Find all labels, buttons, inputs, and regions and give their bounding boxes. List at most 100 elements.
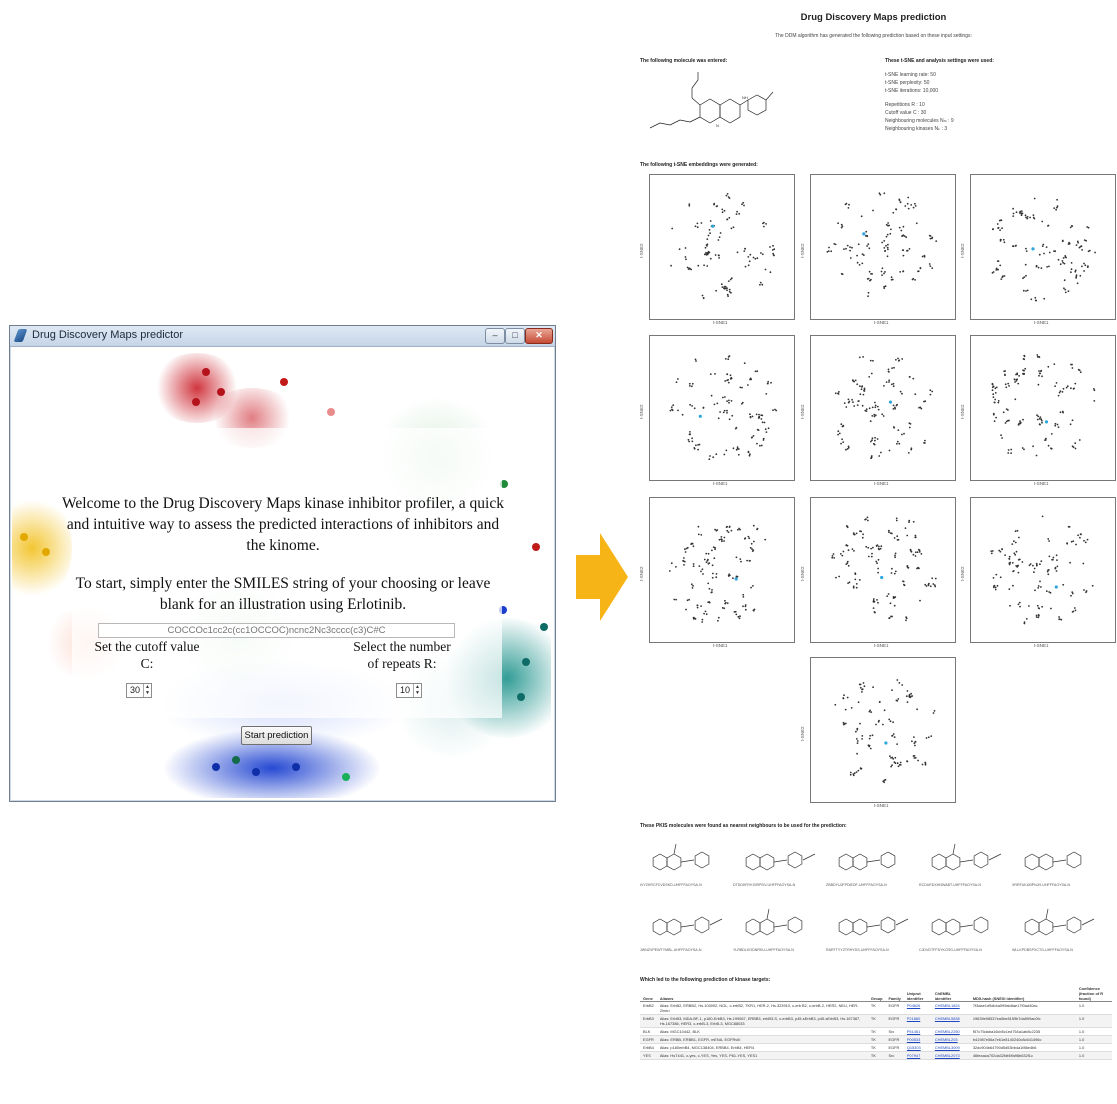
table-cell[interactable]: Q15303 xyxy=(903,1043,932,1052)
table-cell[interactable]: CHEMBL5838 xyxy=(931,1014,970,1028)
table-cell[interactable]: P21860 xyxy=(903,1014,932,1028)
embedding-point xyxy=(1094,251,1096,254)
tsne-scatter xyxy=(991,197,1096,302)
embedding-point xyxy=(1079,245,1082,248)
table-cell[interactable]: P04626 xyxy=(903,1001,932,1015)
table-cell[interactable]: CHEMBL203 xyxy=(931,1035,970,1044)
embedding-point xyxy=(1055,382,1058,384)
embedding-point xyxy=(902,249,905,252)
embedding-point xyxy=(884,249,887,252)
embedding-point xyxy=(670,406,673,408)
embedding-point xyxy=(908,693,911,696)
embedding-point xyxy=(728,525,731,528)
identifier-link[interactable]: P21860 xyxy=(906,1016,921,1021)
embedding-point xyxy=(993,401,996,404)
identifier-link[interactable]: P04626 xyxy=(906,1003,921,1008)
embedding-point xyxy=(891,756,894,759)
spin-arrows-icon[interactable]: ▲▼ xyxy=(143,684,151,697)
map-point xyxy=(499,606,507,614)
embedding-point xyxy=(761,421,764,424)
embedding-point xyxy=(702,406,705,409)
embedding-point xyxy=(1017,382,1020,385)
identifier-link[interactable]: CHEMBL3009 xyxy=(934,1045,960,1050)
table-cell[interactable]: CHEMBL1824 xyxy=(931,1001,970,1015)
x-axis-label: t-SNE1 xyxy=(1034,320,1049,325)
neighbour-molecule-structure xyxy=(931,843,1002,871)
identifier-link[interactable]: Q15303 xyxy=(906,1045,921,1050)
embedding-point xyxy=(1048,540,1050,542)
embedding-point xyxy=(757,429,760,431)
embedding-point xyxy=(751,415,754,418)
embedding-point xyxy=(675,381,678,383)
table-cell[interactable]: CHEMBL3009 xyxy=(931,1043,970,1052)
minimize-button[interactable]: – xyxy=(485,328,505,344)
embedding-point xyxy=(889,532,892,534)
embedding-point xyxy=(721,286,724,288)
repeats-spinbox[interactable]: 10 ▲▼ xyxy=(396,683,422,698)
y-axis-label: t-SNE2 xyxy=(639,404,644,419)
title-bar[interactable]: Drug Discovery Maps predictor – □ ✕ xyxy=(10,326,555,347)
embedding-point xyxy=(1048,555,1051,558)
identifier-link[interactable]: P07947 xyxy=(906,1053,921,1058)
embedding-point xyxy=(747,256,750,258)
embedding-point xyxy=(878,545,880,548)
embedding-point xyxy=(729,278,732,281)
embedding-point xyxy=(1014,530,1017,533)
embedding-point xyxy=(726,409,728,412)
smiles-input[interactable] xyxy=(98,623,455,638)
x-axis-label: t-SNE1 xyxy=(1034,481,1049,486)
embedding-point xyxy=(891,567,893,570)
embedding-point xyxy=(847,207,850,209)
embedding-point xyxy=(866,278,869,280)
embedding-point xyxy=(697,264,700,267)
identifier-link[interactable]: P00533 xyxy=(906,1037,921,1042)
embedding-point xyxy=(907,207,910,210)
embedding-point xyxy=(711,564,714,567)
table-cell[interactable]: CHEMBL2073 xyxy=(931,1051,970,1060)
embedding-point xyxy=(1040,369,1043,372)
embedding-point xyxy=(881,413,884,416)
embedding-point xyxy=(843,694,845,697)
embedding-point xyxy=(907,196,910,199)
embedding-point xyxy=(705,552,708,555)
embedding-point xyxy=(851,379,854,382)
embedding-point xyxy=(856,728,859,731)
embedding-point xyxy=(1082,562,1085,565)
cutoff-spinbox[interactable]: 30 ▲▼ xyxy=(126,683,152,698)
embedding-point xyxy=(1011,543,1014,545)
table-cell[interactable]: P00533 xyxy=(903,1035,932,1044)
table-cell: f57c75daba16cb5c1ed754a1ab8c2235 xyxy=(969,1027,1076,1036)
identifier-link[interactable]: CHEMBL5838 xyxy=(934,1016,960,1021)
embedding-point xyxy=(1008,563,1011,566)
embedding-point xyxy=(743,362,746,365)
embedding-point xyxy=(992,228,994,230)
embedding-point xyxy=(1033,217,1036,220)
embedding-point xyxy=(1000,278,1003,280)
identifier-link[interactable]: P51451 xyxy=(906,1029,921,1034)
tsne-panel xyxy=(649,174,795,320)
embedding-point xyxy=(847,549,850,552)
spin-arrows-icon[interactable]: ▲▼ xyxy=(413,684,421,697)
embedding-point xyxy=(708,458,711,461)
embedding-point xyxy=(901,433,903,436)
table-cell[interactable]: CHEMBL2250 xyxy=(931,1027,970,1036)
tsne-panel xyxy=(810,657,956,803)
identifier-link[interactable]: CHEMBL2250 xyxy=(934,1029,960,1034)
embedding-point xyxy=(841,225,844,228)
identifier-link[interactable]: CHEMBL2073 xyxy=(934,1053,960,1058)
embedding-point xyxy=(931,267,934,269)
table-cell[interactable]: P07947 xyxy=(903,1051,932,1060)
maximize-button[interactable]: □ xyxy=(505,328,525,344)
identifier-link[interactable]: CHEMBL1824 xyxy=(934,1003,960,1008)
embedding-point xyxy=(906,690,909,692)
embedding-point xyxy=(994,586,997,589)
embedding-point xyxy=(883,285,885,288)
embedding-point xyxy=(878,700,881,703)
embedding-point xyxy=(741,203,743,206)
table-cell[interactable]: P51451 xyxy=(903,1027,932,1036)
start-prediction-button[interactable]: Start prediction xyxy=(241,726,312,745)
tsne-scatter xyxy=(991,354,1096,457)
embedding-point xyxy=(688,203,691,205)
close-button[interactable]: ✕ xyxy=(525,328,553,344)
identifier-link[interactable]: CHEMBL203 xyxy=(934,1037,958,1042)
